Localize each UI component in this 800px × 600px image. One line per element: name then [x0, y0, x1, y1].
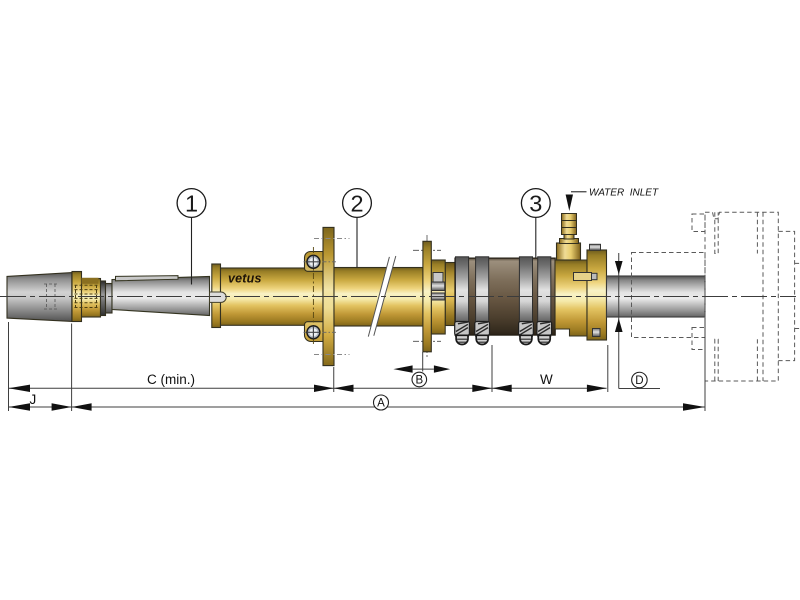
- svg-text:3: 3: [529, 190, 542, 216]
- svg-text:B: B: [415, 375, 423, 387]
- svg-text:J: J: [30, 392, 37, 407]
- svg-text:W: W: [540, 372, 553, 387]
- svg-text:1: 1: [185, 190, 198, 216]
- svg-text:A: A: [377, 398, 385, 410]
- svg-text:C (min.): C (min.): [147, 372, 195, 387]
- svg-text:2: 2: [350, 190, 363, 216]
- svg-text:D: D: [635, 375, 643, 387]
- svg-text:vetus: vetus: [228, 271, 262, 285]
- svg-text:WATER INLET: WATER INLET: [589, 188, 659, 199]
